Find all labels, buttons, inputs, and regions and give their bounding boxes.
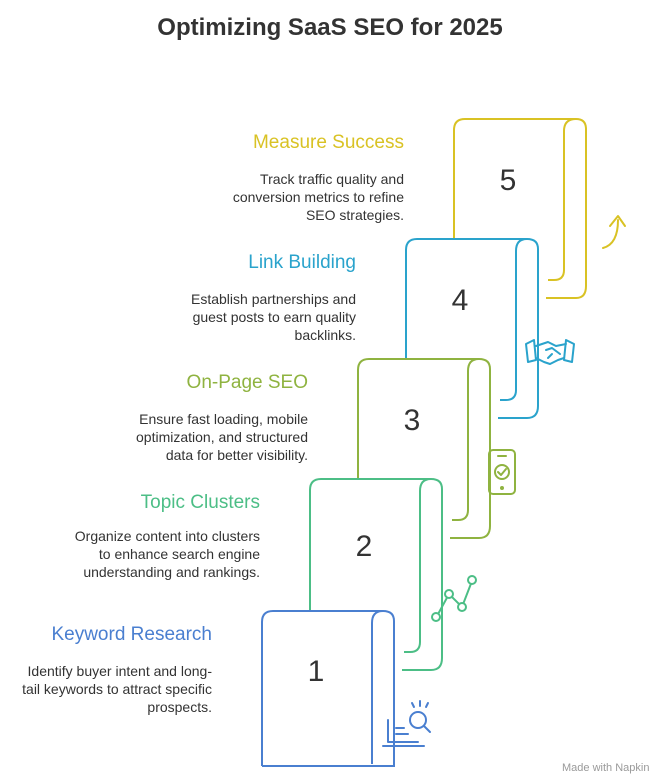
step-3-description: Ensure fast loading, mobile optimization… bbox=[136, 411, 308, 463]
step-4-number: 4 bbox=[451, 284, 469, 317]
step-1-title: Keyword Research bbox=[51, 624, 212, 645]
scroll-shape-step-5 bbox=[453, 118, 587, 299]
step-5-number: 5 bbox=[499, 164, 517, 197]
mobile-check-icon bbox=[488, 449, 516, 495]
step-4-title: Link Building bbox=[248, 252, 356, 273]
step-1-description: Identify buyer intent and long-tail keyw… bbox=[22, 663, 212, 715]
step-1-number: 1 bbox=[307, 655, 325, 688]
step-5-description: Track traffic quality and conversion met… bbox=[232, 171, 404, 223]
scroll-shape-step-2 bbox=[309, 478, 443, 671]
step-3-title: On-Page SEO bbox=[186, 372, 308, 393]
step-4-description: Establish partnerships and guest posts t… bbox=[191, 291, 356, 343]
made-with-footer: Made with Napkin bbox=[562, 762, 650, 774]
trend-arrow-icon bbox=[602, 215, 626, 249]
step-2-description: Organize content into clusters to enhanc… bbox=[74, 528, 260, 580]
step-2-title: Topic Clusters bbox=[140, 492, 260, 513]
page-title: Optimizing SaaS SEO for 2025 bbox=[157, 14, 503, 41]
scroll-shape-step-1 bbox=[261, 610, 395, 767]
step-5-title: Measure Success bbox=[252, 132, 404, 153]
network-nodes-icon bbox=[431, 575, 477, 622]
scroll-shape-step-3 bbox=[357, 358, 491, 539]
handshake-icon bbox=[525, 339, 575, 365]
step-3-number: 3 bbox=[403, 404, 421, 437]
scroll-shape-step-4 bbox=[405, 238, 539, 419]
step-2-number: 2 bbox=[355, 530, 373, 563]
search-laptop-icon bbox=[382, 700, 431, 747]
